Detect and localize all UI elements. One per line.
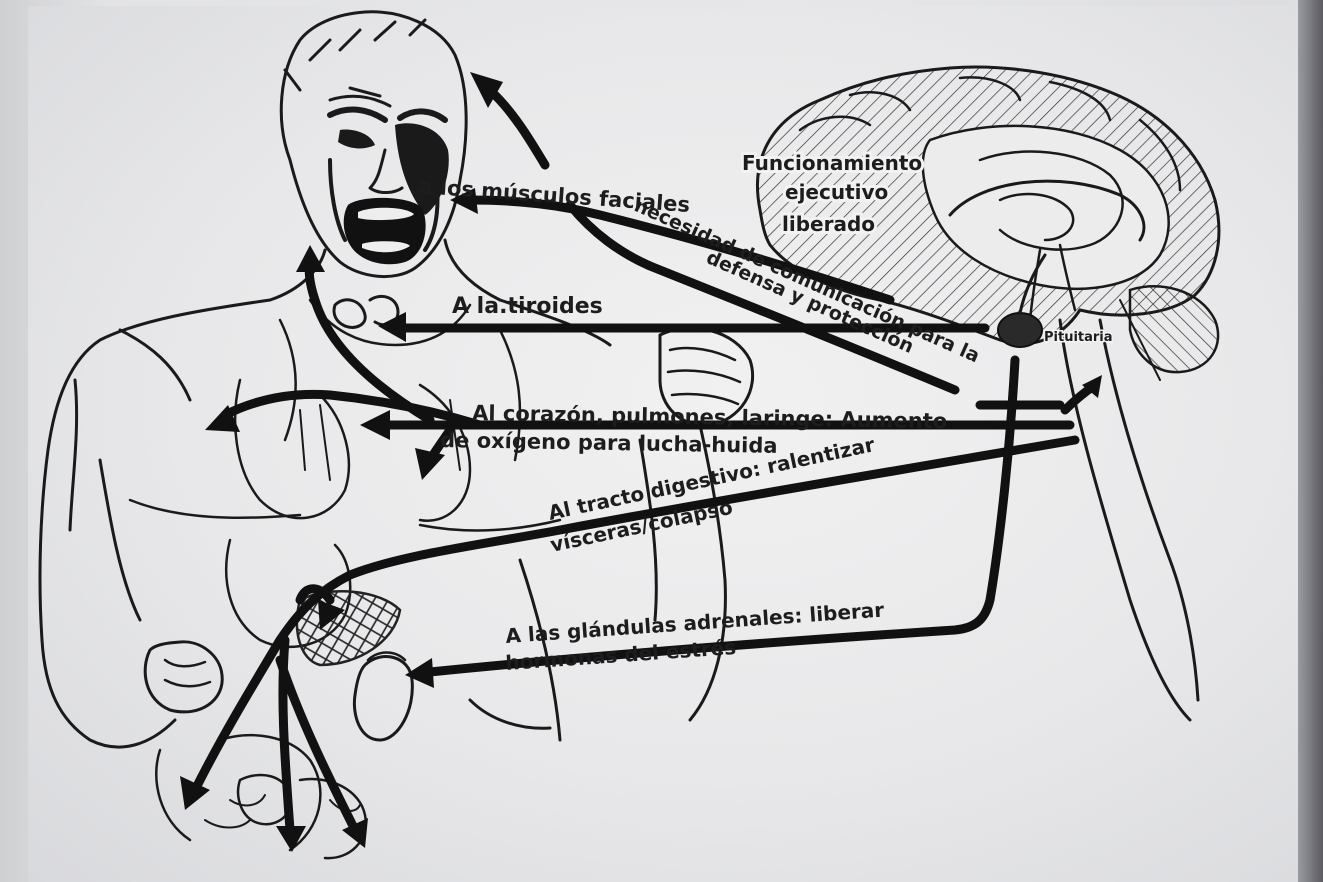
label-pituitary: Pituitaria	[1044, 330, 1113, 345]
label-thyroid: A la.tiroides	[452, 294, 603, 319]
label-heart-lungs-line2: de oxígeno para lucha-huida	[440, 428, 778, 458]
pituitary-gland-icon	[998, 313, 1042, 347]
label-executive-line2: ejecutivo	[785, 180, 888, 204]
label-executive-line1: Funcionamiento	[742, 151, 922, 175]
label-executive-line3: liberado	[782, 212, 875, 236]
